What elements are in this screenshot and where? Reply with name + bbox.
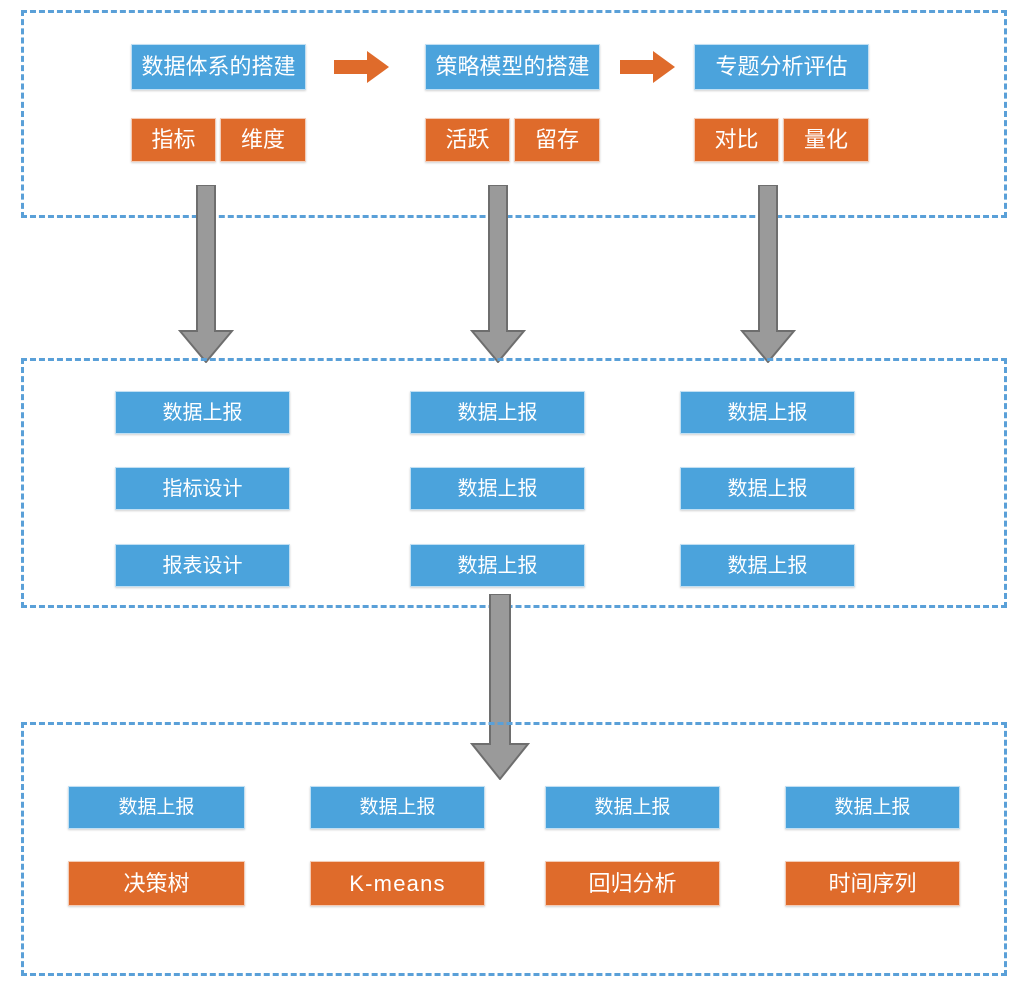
stage-2-tag-2-label: 留存 <box>534 127 579 152</box>
middle-layer-group <box>21 358 1007 608</box>
stage-2-tag-1[interactable]: 活跃 <box>425 118 510 162</box>
middle-col2-item3[interactable]: 数据上报 <box>410 544 585 587</box>
bottom-col4-method-label: 时间序列 <box>828 870 917 896</box>
stage-title-1[interactable]: 数据体系的搭建 <box>131 44 306 90</box>
bottom-col1-method-label: 决策树 <box>123 870 190 896</box>
bottom-col4-method[interactable]: 时间序列 <box>785 861 960 906</box>
middle-col1-item2-label: 指标设计 <box>162 477 243 500</box>
bottom-col2-top[interactable]: 数据上报 <box>310 786 485 829</box>
middle-col3-item3-label: 数据上报 <box>727 554 808 577</box>
stage-2-tag-2[interactable]: 留存 <box>514 118 600 162</box>
bottom-col1-top[interactable]: 数据上报 <box>68 786 245 829</box>
right-arrow-icon-1 <box>334 50 390 84</box>
middle-col1-item3-label: 报表设计 <box>162 554 243 577</box>
middle-col1-item1-label: 数据上报 <box>162 401 243 424</box>
middle-col3-item1[interactable]: 数据上报 <box>680 391 855 434</box>
bottom-col4-top-label: 数据上报 <box>834 797 911 818</box>
down-arrow-icon-middle-to-bottom <box>470 594 530 780</box>
middle-col1-item2[interactable]: 指标设计 <box>115 467 290 510</box>
stage-2-tag-1-label: 活跃 <box>445 127 490 152</box>
middle-col2-item1[interactable]: 数据上报 <box>410 391 585 434</box>
stage-title-2-label: 策略模型的搭建 <box>435 54 590 79</box>
stage-title-2[interactable]: 策略模型的搭建 <box>425 44 600 90</box>
bottom-col3-method[interactable]: 回归分析 <box>545 861 720 906</box>
stage-3-tag-2-label: 量化 <box>803 127 848 152</box>
stage-3-tag-1-label: 对比 <box>714 127 759 152</box>
middle-col2-item2[interactable]: 数据上报 <box>410 467 585 510</box>
bottom-col3-top[interactable]: 数据上报 <box>545 786 720 829</box>
stage-title-3-label: 专题分析评估 <box>715 54 848 79</box>
middle-col3-item2[interactable]: 数据上报 <box>680 467 855 510</box>
bottom-layer-group <box>21 722 1007 976</box>
middle-col3-item3[interactable]: 数据上报 <box>680 544 855 587</box>
top-layer-group <box>21 10 1007 218</box>
right-arrow-icon-2 <box>620 50 676 84</box>
middle-col3-item1-label: 数据上报 <box>727 401 808 424</box>
bottom-col2-method[interactable]: K-means <box>310 861 485 906</box>
stage-1-tag-2[interactable]: 维度 <box>220 118 306 162</box>
bottom-col3-method-label: 回归分析 <box>588 870 677 896</box>
stage-3-tag-2[interactable]: 量化 <box>783 118 869 162</box>
bottom-col2-method-label: K-means <box>349 870 446 896</box>
middle-col2-item3-label: 数据上报 <box>457 554 538 577</box>
middle-col1-item1[interactable]: 数据上报 <box>115 391 290 434</box>
bottom-col2-top-label: 数据上报 <box>359 797 436 818</box>
down-arrow-icon-col1 <box>178 185 234 363</box>
down-arrow-icon-col2 <box>470 185 526 363</box>
middle-col1-item3[interactable]: 报表设计 <box>115 544 290 587</box>
stage-3-tag-1[interactable]: 对比 <box>694 118 779 162</box>
stage-1-tag-1-label: 指标 <box>151 127 196 152</box>
bottom-col3-top-label: 数据上报 <box>594 797 671 818</box>
stage-1-tag-2-label: 维度 <box>240 127 285 152</box>
middle-col3-item2-label: 数据上报 <box>727 477 808 500</box>
down-arrow-icon-col3 <box>740 185 796 363</box>
stage-title-1-label: 数据体系的搭建 <box>141 54 296 79</box>
bottom-col4-top[interactable]: 数据上报 <box>785 786 960 829</box>
bottom-col1-top-label: 数据上报 <box>118 797 195 818</box>
stage-title-3[interactable]: 专题分析评估 <box>694 44 869 90</box>
middle-col2-item1-label: 数据上报 <box>457 401 538 424</box>
middle-col2-item2-label: 数据上报 <box>457 477 538 500</box>
stage-1-tag-1[interactable]: 指标 <box>131 118 216 162</box>
bottom-col1-method[interactable]: 决策树 <box>68 861 245 906</box>
